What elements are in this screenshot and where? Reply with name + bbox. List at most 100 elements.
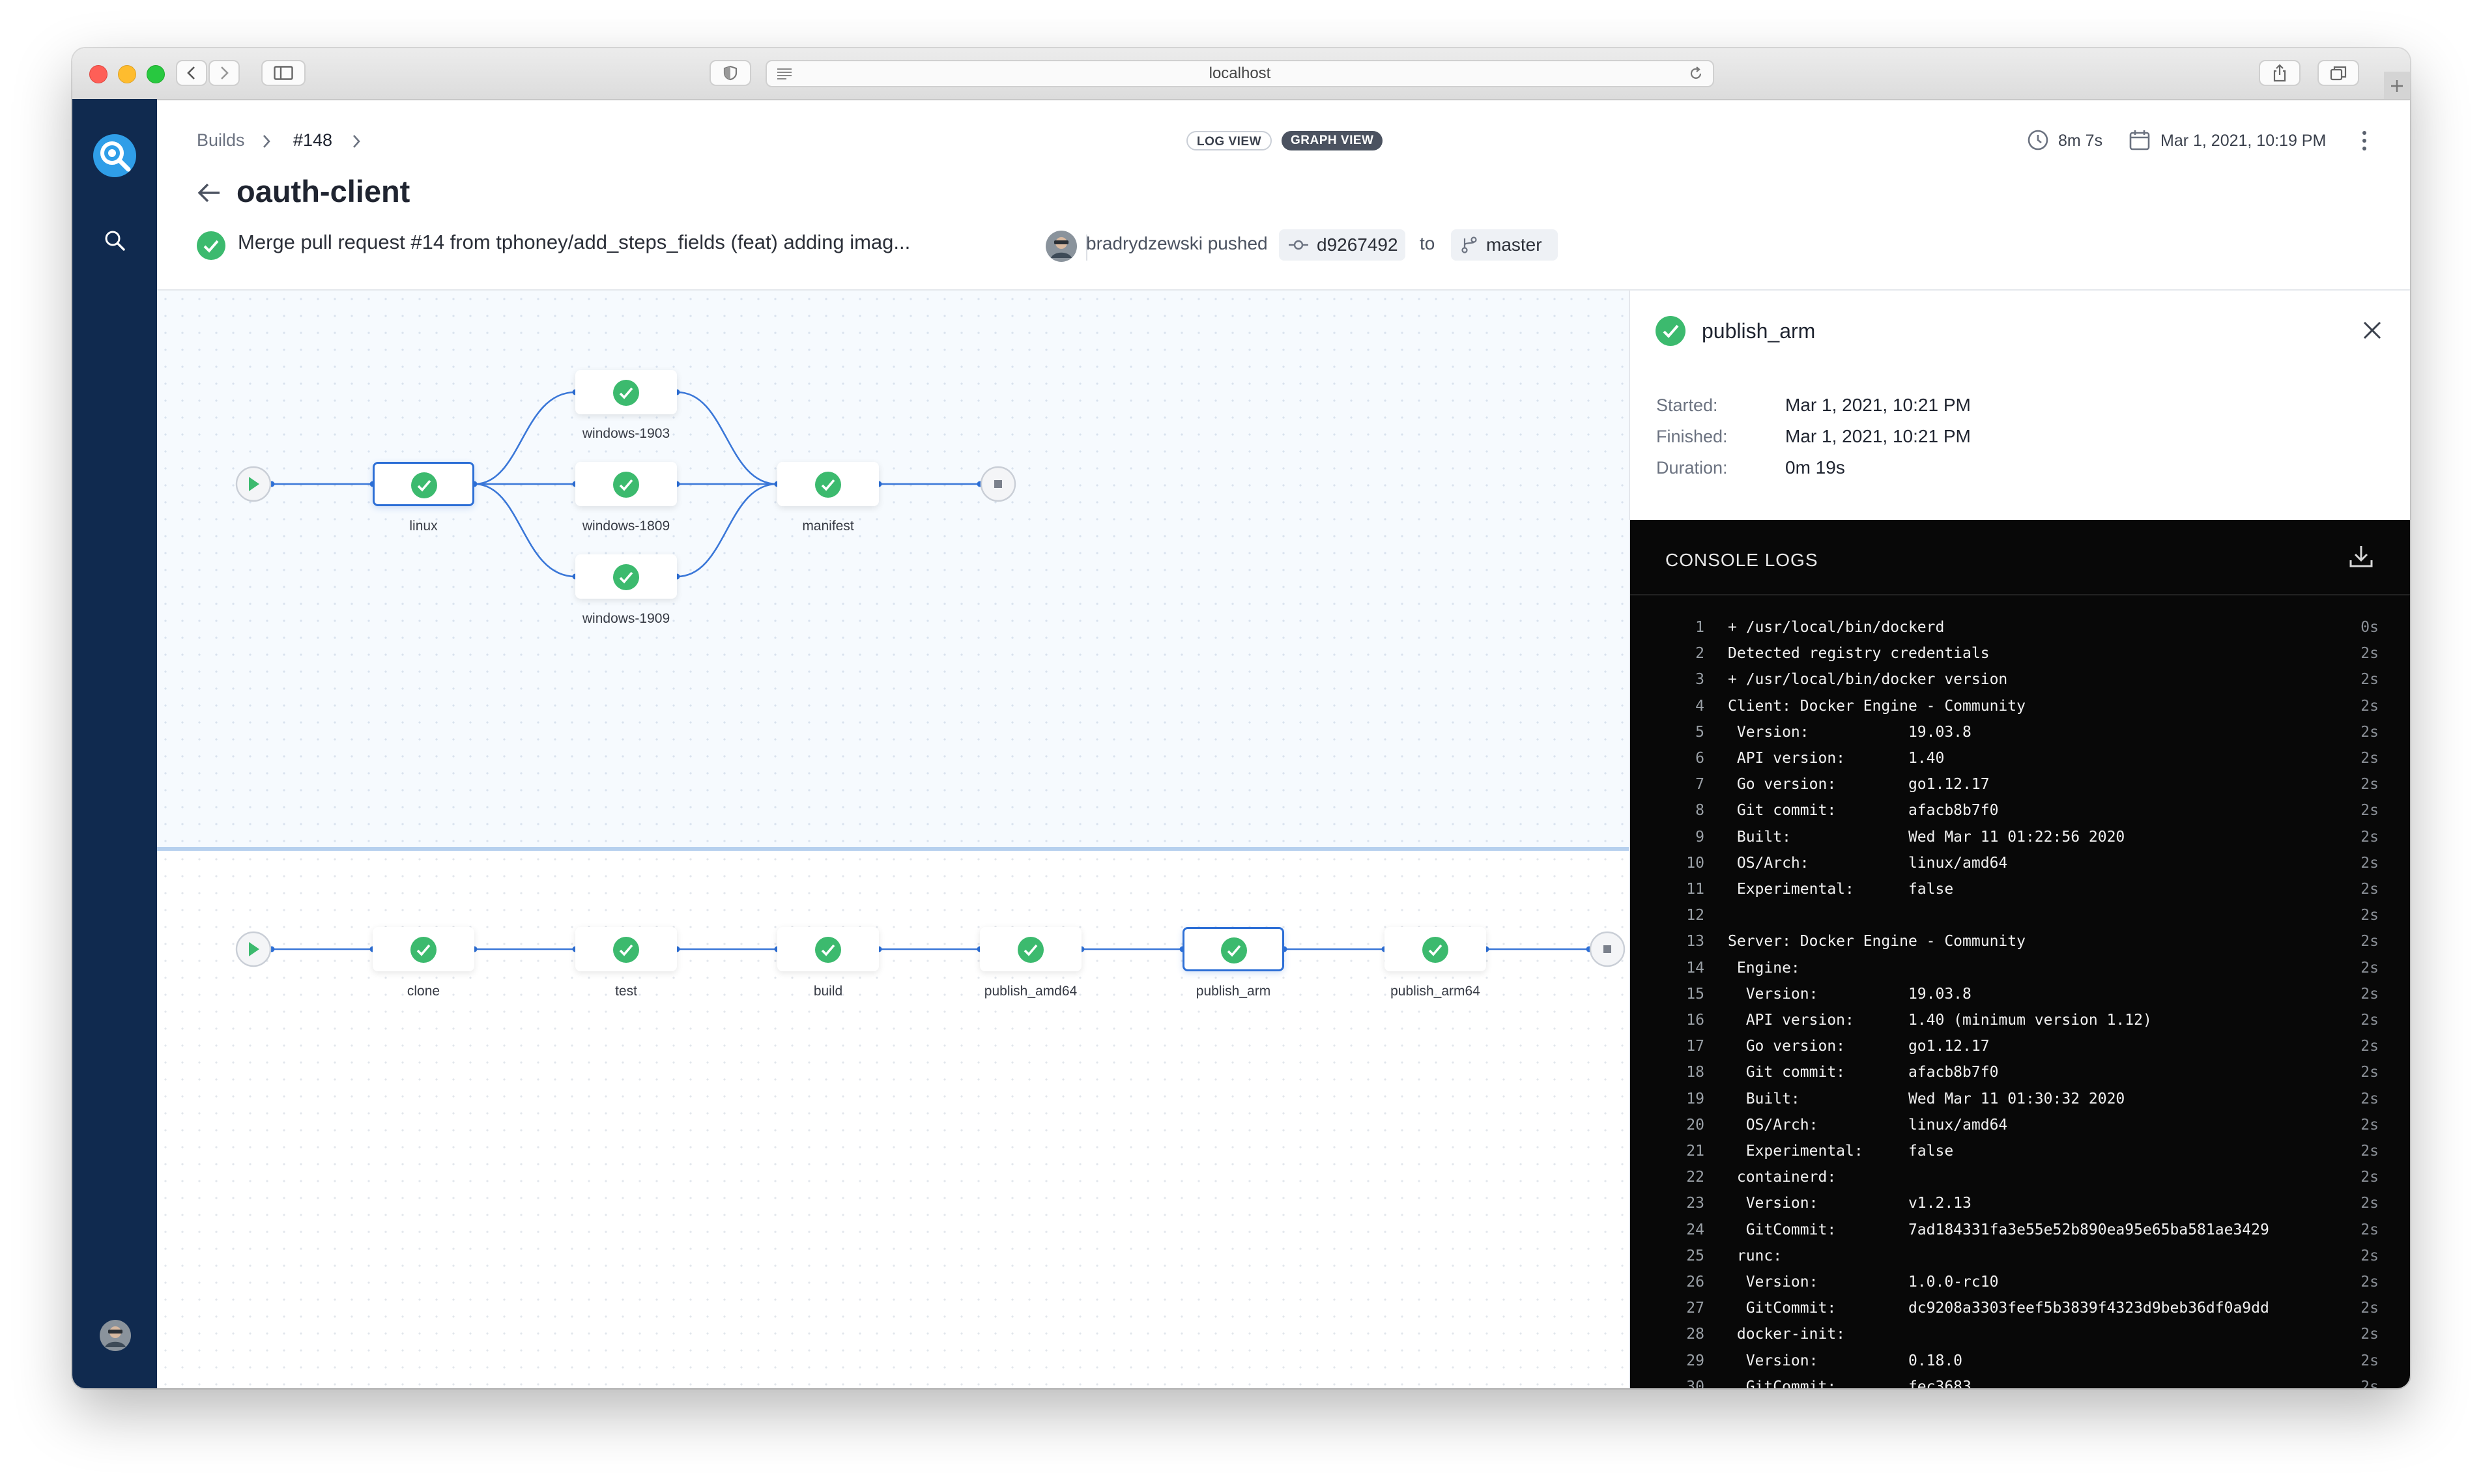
log-line-number: 11	[1686, 881, 1704, 898]
breadcrumb-builds[interactable]: Builds	[197, 130, 245, 150]
log-line-text: GitCommit: 7ad184331fa3e55e52b890ea95e65…	[1728, 1221, 2269, 1238]
finished-label: Finished:	[1656, 427, 1728, 446]
log-line-number: 30	[1686, 1378, 1704, 1388]
step-name: publish_arm	[1702, 319, 1816, 343]
log-line-time: 2s	[2360, 1038, 2379, 1055]
chevron-left-icon	[187, 66, 195, 79]
privacy-report-button[interactable]	[710, 60, 751, 86]
finished-value: Mar 1, 2021, 10:21 PM	[1785, 426, 1971, 446]
node-label: windows-1909	[582, 611, 670, 626]
breadcrumb-build-number[interactable]: #148	[293, 130, 333, 150]
log-line-number: 7	[1695, 776, 1704, 793]
success-check-icon	[410, 937, 437, 963]
log-line: 25 runc:2s	[1630, 1248, 2410, 1274]
log-line-text: Version: 1.0.0-rc10	[1728, 1274, 1999, 1291]
log-line-text: API version: 1.40	[1728, 750, 1945, 767]
log-line-time: 2s	[2360, 828, 2379, 846]
node-label: windows-1809	[582, 519, 670, 534]
close-icon[interactable]	[2361, 319, 2383, 341]
pipeline-node-clone[interactable]	[373, 927, 474, 971]
pipeline-node-publish-arm[interactable]	[1183, 927, 1284, 971]
log-line-text: Experimental: false	[1728, 881, 1954, 898]
tabs-overview-button[interactable]	[2317, 60, 2359, 86]
log-line-number: 16	[1686, 1012, 1704, 1029]
log-line-time: 2s	[2360, 750, 2379, 767]
log-line-text: Built: Wed Mar 11 01:22:56 2020	[1728, 828, 2125, 846]
pipeline-node-linux[interactable]	[373, 462, 474, 506]
success-check-icon	[613, 380, 639, 406]
log-line-number: 21	[1686, 1143, 1704, 1160]
pipeline-node-windows-1909[interactable]	[575, 554, 677, 599]
log-line: 21 Experimental: false 2s	[1630, 1143, 2410, 1169]
log-view-button[interactable]: LOG VIEW	[1186, 131, 1272, 150]
log-line-number: 14	[1686, 959, 1704, 977]
log-line-number: 5	[1695, 723, 1704, 741]
success-check-icon	[613, 472, 639, 498]
log-line-time: 2s	[2360, 1247, 2379, 1264]
success-check-icon	[1656, 316, 1685, 346]
plus-icon	[2391, 80, 2403, 92]
reload-icon[interactable]	[1688, 66, 1704, 81]
user-avatar[interactable]	[100, 1320, 131, 1351]
log-line-text: GitCommit: dc9208a3303feef5b3839f4323d9b…	[1728, 1300, 2269, 1317]
commit-sha-pill[interactable]: d9267492	[1279, 229, 1405, 261]
search-icon[interactable]	[104, 229, 126, 251]
graph-view-button[interactable]: GRAPH VIEW	[1282, 131, 1383, 150]
pipeline-node-windows-1809[interactable]	[575, 462, 677, 506]
commit-message: Merge pull request #14 from tphoney/add_…	[238, 231, 911, 253]
chevron-right-icon	[263, 135, 270, 148]
minimize-window-button[interactable]	[118, 65, 136, 83]
log-line-text: Experimental: false	[1728, 1143, 1954, 1160]
node-label: build	[813, 984, 843, 999]
download-icon[interactable]	[2348, 543, 2374, 569]
sidebar-icon	[274, 66, 293, 80]
share-button[interactable]	[2259, 60, 2301, 86]
log-line-number: 4	[1695, 697, 1704, 715]
forward-button[interactable]	[208, 60, 240, 86]
log-line: 16 API version: 1.40 (minimum version 1.…	[1630, 1012, 2410, 1038]
address-bar[interactable]: localhost	[766, 60, 1714, 87]
drone-logo-icon[interactable]	[92, 133, 137, 178]
log-line-number: 22	[1686, 1169, 1704, 1186]
log-line-time: 2s	[2360, 907, 2379, 924]
node-label: clone	[407, 984, 440, 999]
log-line-time: 2s	[2360, 1143, 2379, 1160]
success-check-icon	[1018, 937, 1044, 963]
close-window-button[interactable]	[89, 65, 108, 83]
pipeline-node-windows-1903[interactable]	[575, 370, 677, 414]
success-check-icon	[815, 472, 841, 498]
zoom-window-button[interactable]	[147, 65, 165, 83]
build-duration: 8m 7s	[2058, 132, 2103, 150]
node-label: manifest	[802, 519, 854, 534]
log-line-time: 0s	[2360, 619, 2379, 636]
log-line-text: OS/Arch: linux/amd64	[1728, 854, 2008, 872]
started-label: Started:	[1656, 395, 1718, 415]
sidebar-toggle-button[interactable]	[261, 60, 306, 86]
pipeline-node-publish-arm64[interactable]	[1384, 927, 1486, 971]
log-line-time: 2s	[2360, 645, 2379, 663]
log-line-time: 2s	[2360, 1195, 2379, 1212]
node-label: publish_arm	[1196, 984, 1271, 999]
pipeline-node-test[interactable]	[575, 927, 677, 971]
browser-titlebar: localhost	[72, 48, 2410, 100]
pipeline-node-publish-amd64[interactable]	[980, 927, 1082, 971]
log-line: 14 Engine:2s	[1630, 960, 2410, 986]
branch-pill[interactable]: master	[1451, 229, 1558, 261]
calendar-icon	[2129, 130, 2150, 150]
pipeline-node-manifest[interactable]	[777, 462, 879, 506]
pipeline-node-build[interactable]	[777, 927, 879, 971]
back-button[interactable]	[176, 60, 207, 86]
new-tab-button[interactable]	[2384, 72, 2410, 99]
arrow-left-icon[interactable]	[196, 181, 222, 205]
log-line-text: OS/Arch: linux/amd64	[1728, 1116, 2008, 1134]
more-vertical-icon[interactable]	[2358, 129, 2371, 152]
log-line-number: 8	[1695, 802, 1704, 820]
